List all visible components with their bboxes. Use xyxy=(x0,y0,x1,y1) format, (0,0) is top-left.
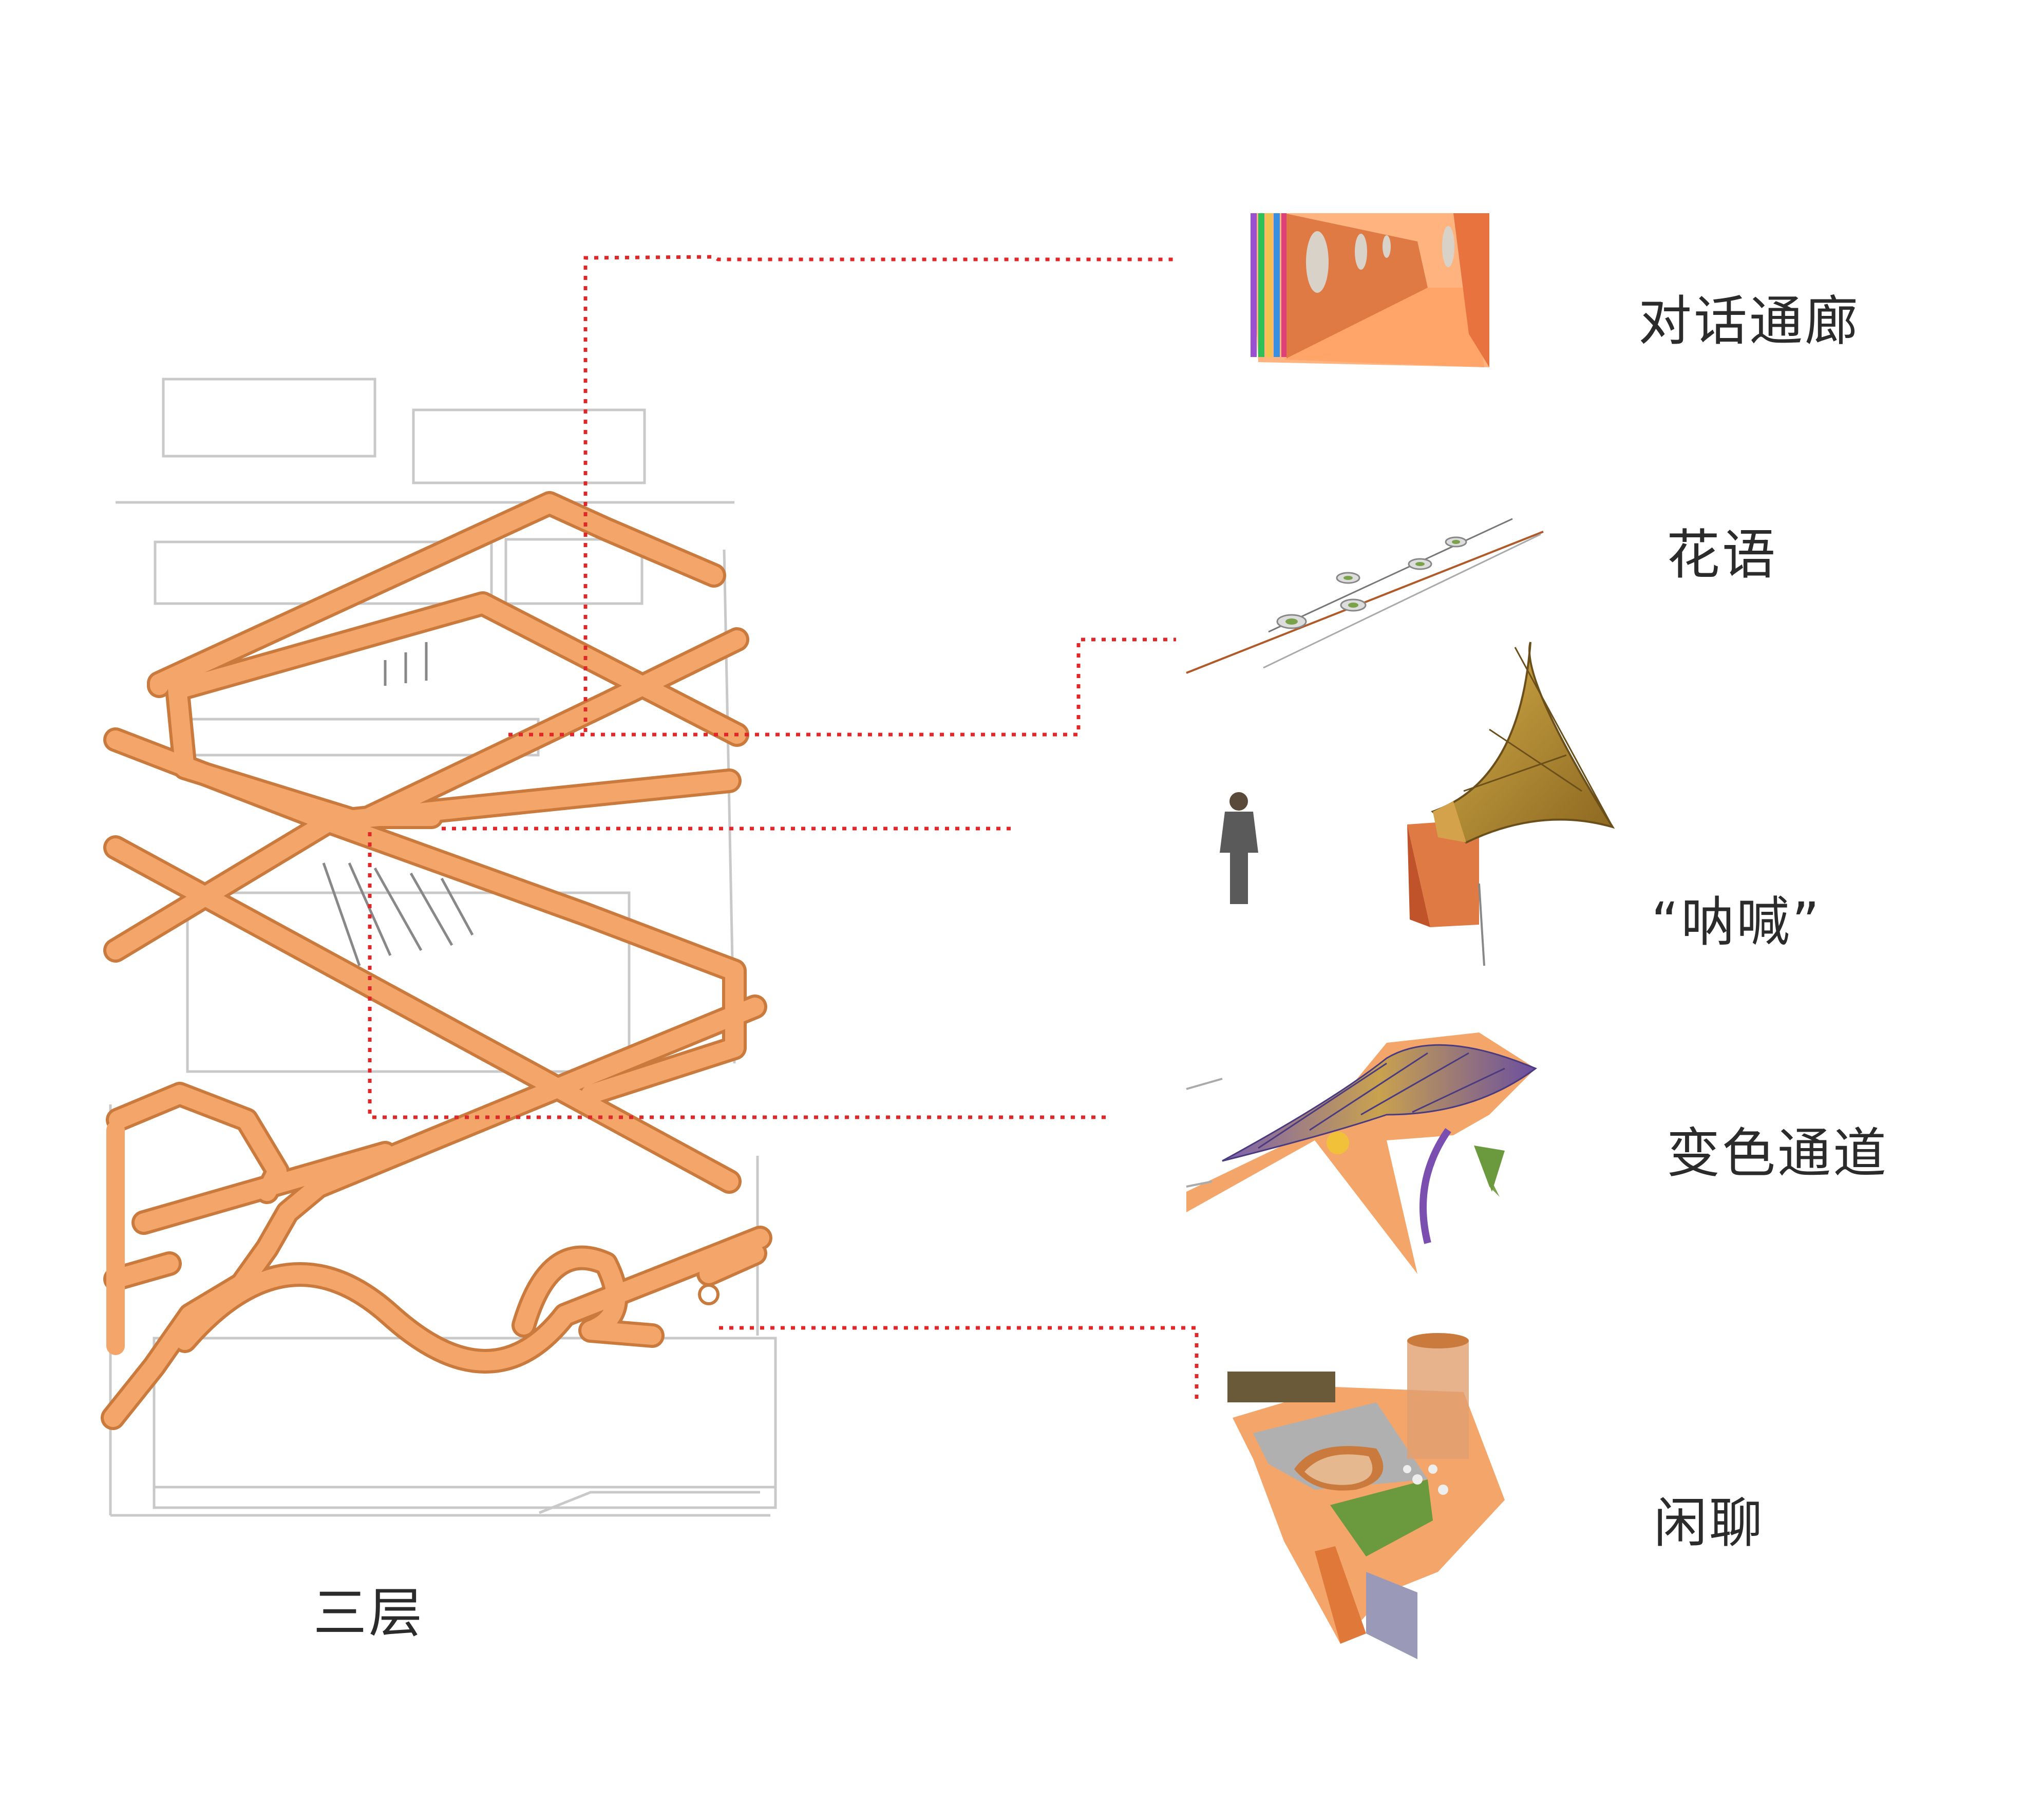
plan-stairs xyxy=(322,642,474,966)
color-channel-render xyxy=(1186,1033,1537,1274)
feature-label-dialogue-corridor: 对话通廊 xyxy=(1638,290,1861,352)
leader-color-channel xyxy=(368,832,1109,1119)
flower-render xyxy=(1186,518,1544,674)
floor-label: 三层 xyxy=(313,1582,425,1644)
feature-label-shout: “呐喊” xyxy=(1651,891,1822,953)
corridor-render xyxy=(1251,213,1489,367)
plan-building-outlines xyxy=(109,378,777,1517)
leader-lines xyxy=(368,255,1199,1405)
floor-plan xyxy=(101,378,777,1517)
shout-render xyxy=(1220,642,1615,966)
feature-label-chat: 闲聊 xyxy=(1654,1492,1765,1554)
leader-flower-language xyxy=(508,637,1176,737)
feature-label-flower-language: 花语 xyxy=(1667,523,1778,586)
plan-orange-fill xyxy=(104,494,769,1427)
feature-label-color-channel: 变色通道 xyxy=(1667,1122,1889,1185)
person-figure xyxy=(1220,792,1258,904)
chat-render xyxy=(1227,1333,1505,1659)
leader-chat xyxy=(719,1326,1199,1405)
plan-node-circle xyxy=(698,1284,720,1305)
